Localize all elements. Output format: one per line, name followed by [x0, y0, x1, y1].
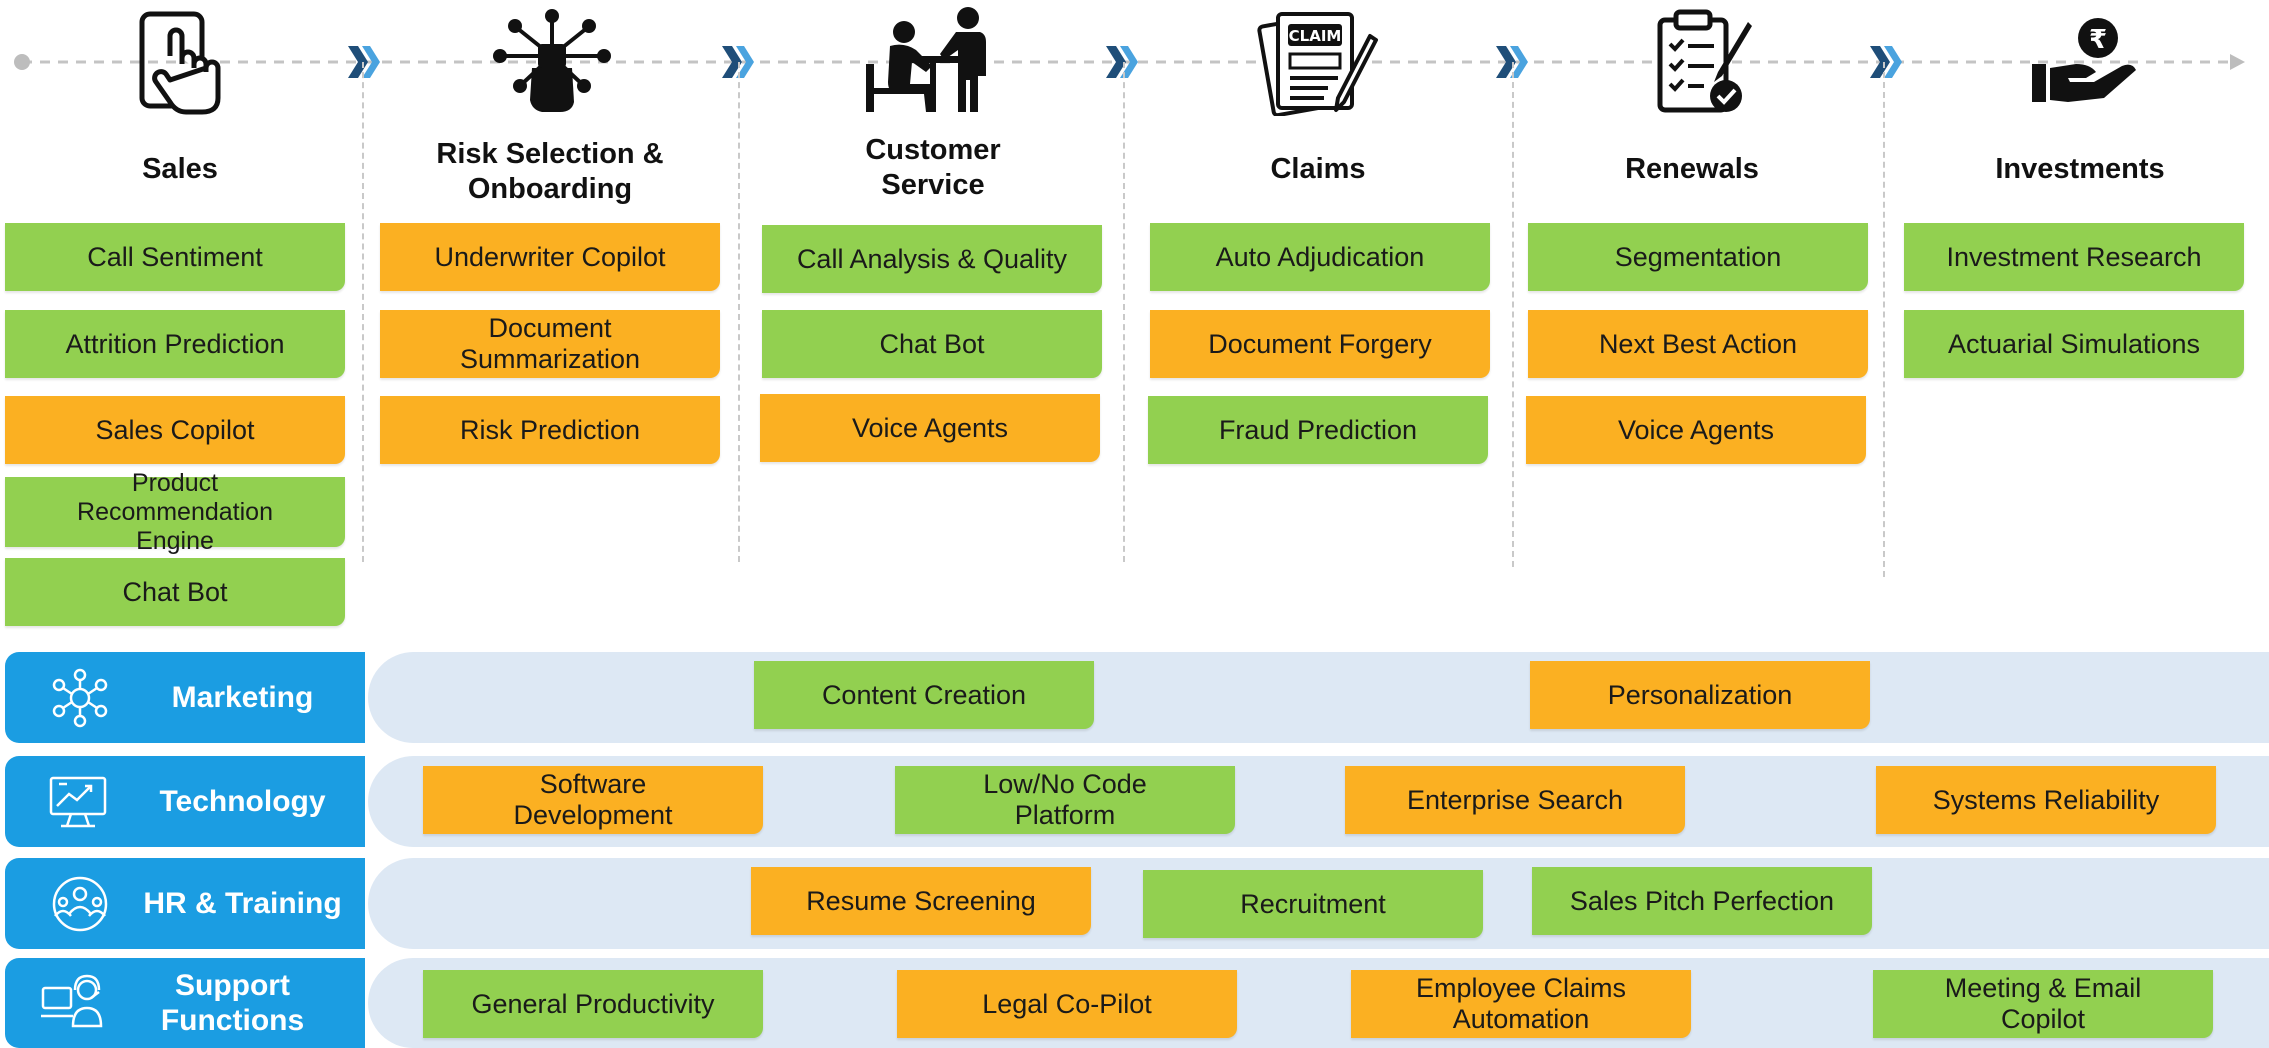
stage-title-renewals: Renewals — [1625, 153, 1759, 185]
column-divider — [1123, 62, 1125, 562]
use-case-box: Low/No Code Platform — [895, 766, 1235, 834]
tablet-touch-icon — [139, 11, 221, 115]
use-case-box: Legal Co-Pilot — [897, 970, 1237, 1038]
function-label-technology: Technology — [5, 756, 365, 847]
chevron-icon — [1870, 46, 1902, 78]
use-case-box: Next Best Action — [1528, 310, 1868, 378]
column-divider — [362, 62, 364, 562]
use-case-box: Recruitment — [1143, 870, 1483, 938]
use-case-box: Chat Bot — [5, 558, 345, 626]
network-people-icon — [52, 668, 108, 728]
use-case-box: Segmentation — [1528, 223, 1868, 291]
use-case-box: Meeting & Email Copilot — [1873, 970, 2213, 1038]
use-case-box: Personalization — [1530, 661, 1870, 729]
claim-document-icon: CLAIM — [1257, 12, 1378, 116]
team-circle-icon — [52, 876, 108, 932]
use-case-box: Sales Pitch Perfection — [1532, 867, 1872, 935]
function-label-marketing: Marketing — [5, 652, 365, 743]
stage-title-investments: Investments — [1995, 153, 2165, 185]
function-band-marketing — [368, 652, 2269, 743]
use-case-box: Call Sentiment — [5, 223, 345, 291]
use-case-box: Sales Copilot — [5, 396, 345, 464]
use-case-box: Fraud Prediction — [1148, 396, 1488, 464]
headset-agent-icon — [41, 974, 103, 1028]
stage-title-risk: Risk Selection & Onboarding — [436, 138, 664, 205]
use-case-box: Product Recommendation Engine — [5, 469, 345, 555]
function-label-text: Technology — [159, 785, 326, 818]
chevron-icon — [348, 46, 380, 78]
use-case-box: General Productivity — [423, 970, 763, 1038]
use-case-box: Investment Research — [1904, 223, 2244, 291]
use-case-box: Systems Reliability — [1876, 766, 2216, 834]
use-case-box: Underwriter Copilot — [380, 223, 720, 291]
use-case-box: Risk Prediction — [380, 396, 720, 464]
use-case-box: Auto Adjudication — [1150, 223, 1490, 291]
stage-title-sales: Sales — [142, 153, 218, 185]
use-case-box: Resume Screening — [751, 867, 1091, 935]
use-case-box: Content Creation — [754, 661, 1094, 729]
network-hand-icon — [493, 9, 611, 112]
function-label-text: HR & Training — [143, 887, 342, 920]
function-label-text: Marketing — [171, 681, 314, 714]
svg-text:CLAIM: CLAIM — [1289, 27, 1342, 45]
chevron-icon — [722, 46, 754, 78]
use-case-box: Document Summarization — [380, 310, 720, 378]
use-case-box: Attrition Prediction — [5, 310, 345, 378]
use-case-box: Enterprise Search — [1345, 766, 1685, 834]
computer-chart-icon — [49, 776, 107, 828]
svg-text:₹: ₹ — [2089, 25, 2107, 55]
column-divider — [738, 62, 740, 562]
use-case-box: Document Forgery — [1150, 310, 1490, 378]
use-case-box: Actuarial Simulations — [1904, 310, 2244, 378]
stage-title-customer-service: Customer Service — [865, 134, 1001, 201]
use-case-box: Voice Agents — [760, 394, 1100, 462]
column-divider — [1883, 62, 1885, 577]
column-divider — [1512, 62, 1514, 567]
chevron-icon — [1106, 46, 1138, 78]
use-case-box: Employee Claims Automation — [1351, 970, 1691, 1038]
function-label-support-functions: Support Functions — [5, 958, 365, 1048]
use-case-box: Chat Bot — [762, 310, 1102, 378]
function-label-hr-training: HR & Training — [5, 858, 365, 949]
use-case-box: Software Development — [423, 766, 763, 834]
stage-title-claims: Claims — [1270, 153, 1366, 185]
function-label-text: Support Functions — [160, 969, 305, 1037]
chevron-icon — [1496, 46, 1528, 78]
checklist-clipboard-icon — [1657, 9, 1752, 113]
use-case-box: Call Analysis & Quality — [762, 225, 1102, 293]
use-case-box: Voice Agents — [1526, 396, 1866, 464]
customer-desk-icon — [866, 7, 986, 112]
rupee-hand-icon: ₹ — [2032, 18, 2136, 102]
